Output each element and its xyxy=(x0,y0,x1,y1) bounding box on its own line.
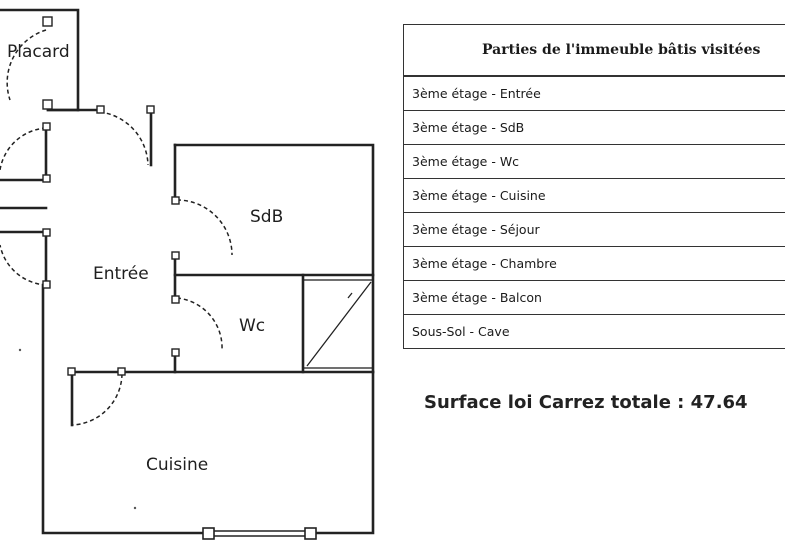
door-swing xyxy=(6,29,47,101)
table-row: Sous-Sol - Cave xyxy=(403,314,785,349)
window-frame xyxy=(304,527,317,540)
rooms-table: Parties de l'immeuble bâtis visitées 3èm… xyxy=(403,24,785,349)
table-row: 3ème étage - Wc xyxy=(403,144,785,179)
door-hinge xyxy=(171,196,180,205)
table-row: 3ème étage - Balcon xyxy=(403,280,785,315)
table-cell: 3ème étage - Balcon xyxy=(403,280,785,315)
duct-box xyxy=(302,279,374,369)
door-hinge xyxy=(171,295,180,304)
duct-tick xyxy=(347,292,353,299)
door-swing xyxy=(176,199,233,256)
cuisine-wall xyxy=(310,370,375,535)
scan-dot xyxy=(133,506,137,510)
total-surface: Surface loi Carrez totale : 47.64 xyxy=(424,392,748,413)
table-cell: 3ème étage - Wc xyxy=(403,144,785,179)
door-hinge xyxy=(42,228,51,237)
table-row: 3ème étage - Séjour xyxy=(403,212,785,247)
table-row: 3ème étage - Chambre xyxy=(403,246,785,281)
room-label-sdb: SdB xyxy=(250,207,284,227)
duct-diagonal xyxy=(306,281,372,367)
door-swing xyxy=(0,127,47,171)
door-swing xyxy=(176,297,223,351)
door-hinge xyxy=(67,367,76,376)
table-row: 3ème étage - Cuisine xyxy=(403,178,785,213)
door-hinge xyxy=(42,99,53,110)
table-cell: Sous-Sol - Cave xyxy=(403,314,785,349)
room-label-entree: Entrée xyxy=(93,264,149,284)
table-header-row: Parties de l'immeuble bâtis visitées xyxy=(403,24,785,77)
door-hinge xyxy=(146,105,155,114)
door-hinge xyxy=(171,348,180,357)
window-frame xyxy=(202,527,215,540)
placard-wall xyxy=(0,8,80,112)
door-hinge xyxy=(96,105,105,114)
table-row: 3ème étage - SdB xyxy=(403,110,785,145)
door-swing xyxy=(0,244,47,286)
table-cell: 3ème étage - SdB xyxy=(403,110,785,145)
table-cell: 3ème étage - Cuisine xyxy=(403,178,785,213)
room-label-placard: Placard xyxy=(7,42,70,62)
door-hinge xyxy=(171,251,180,260)
door-hinge xyxy=(42,280,51,289)
table-row: 3ème étage - Entrée xyxy=(403,75,785,111)
door-hinge xyxy=(42,16,53,27)
table-cell: 3ème étage - Séjour xyxy=(403,212,785,247)
room-label-wc: Wc xyxy=(239,316,266,336)
scan-dot xyxy=(18,348,22,352)
door-hinge xyxy=(117,367,126,376)
door-swing xyxy=(99,111,149,166)
cuisine-wall xyxy=(41,283,205,535)
sdb-wall xyxy=(173,143,375,374)
table-cell: 3ème étage - Chambre xyxy=(403,246,785,281)
door-hinge xyxy=(42,122,51,131)
door-swing xyxy=(71,373,123,426)
table-cell: 3ème étage - Entrée xyxy=(403,75,785,111)
floor-plan xyxy=(0,8,375,540)
room-label-cuisine: Cuisine xyxy=(146,455,209,475)
table-header: Parties de l'immeuble bâtis visitées xyxy=(403,24,785,77)
door-hinge xyxy=(42,174,51,183)
